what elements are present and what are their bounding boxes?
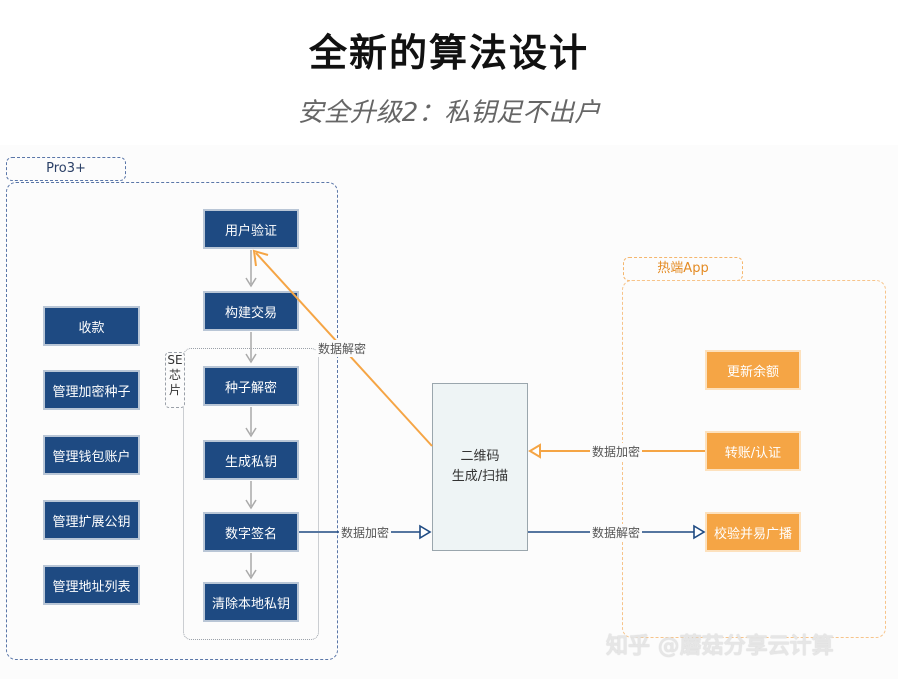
se-label-line: 芯 <box>168 368 181 382</box>
qr-line: 生成/扫描 <box>451 469 509 484</box>
flow-build-tx: 构建交易 <box>203 291 299 331</box>
edge-label-sign-encrypt: 数据加密 <box>339 524 392 541</box>
transfer-auth-box: 转账/认证 <box>705 431 801 471</box>
page-subtitle: 安全升级2：私钥足不出户 <box>297 98 601 128</box>
edge-label-decrypt-user: 数据解密 <box>316 340 369 357</box>
edge-label-broadcast-decrypt: 数据解密 <box>590 524 643 541</box>
flow-gen-privkey: 生成私钥 <box>203 440 299 480</box>
verify-broadcast-box: 校验并易广播 <box>705 512 801 552</box>
watermark: 知乎 @蘑菇分享云计算 <box>606 634 834 659</box>
se-label-line: SE <box>167 353 183 367</box>
flow-seed-decrypt: 种子解密 <box>203 366 299 406</box>
receive-box: 收款 <box>43 306 140 346</box>
flow-sign: 数字签名 <box>203 512 299 552</box>
page-title: 全新的算法设计 <box>308 31 589 75</box>
flow-clear-key: 清除本地私钥 <box>203 582 299 622</box>
flow-user-verify: 用户验证 <box>203 209 299 249</box>
pro3-tag: Pro3+ <box>6 157 126 181</box>
se-label-line: 片 <box>168 383 181 397</box>
manage-xpub-box: 管理扩展公钥 <box>43 500 140 540</box>
qr-line: 二维码 <box>460 449 500 464</box>
se-chip-label: SE 芯 片 <box>165 352 185 408</box>
qr-code-box: 二维码 生成/扫描 <box>432 383 528 551</box>
manage-address-box: 管理地址列表 <box>43 565 140 605</box>
manage-wallet-box: 管理钱包账户 <box>43 435 140 475</box>
edge-label-transfer-encrypt: 数据加密 <box>590 443 643 460</box>
update-balance-box: 更新余额 <box>705 350 801 390</box>
manage-seed-box: 管理加密种子 <box>43 370 140 410</box>
hot-app-tag: 热端App <box>623 257 743 281</box>
